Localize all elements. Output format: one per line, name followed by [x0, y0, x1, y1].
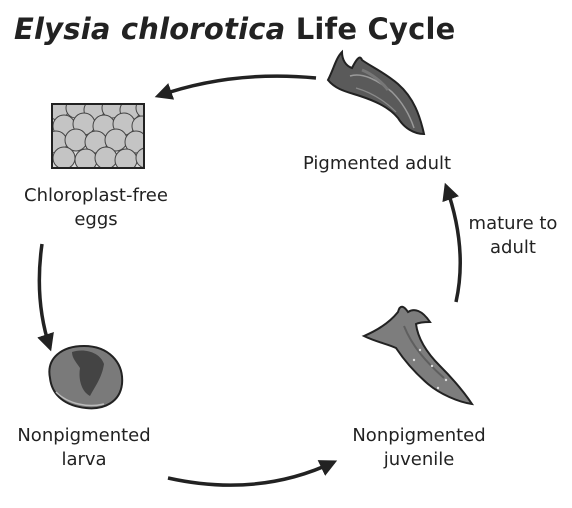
transition-label-mature-line1: mature to [468, 213, 558, 234]
title-species: Elysia chlorotica [14, 12, 286, 46]
arrow-adult-to-eggs [154, 74, 317, 100]
stage-label-juvenile-line1: Nonpigmented [352, 425, 486, 446]
stage-label-adult: Pigmented adult [282, 152, 472, 176]
adult-slug-icon [326, 49, 426, 136]
diagram-title: Elysia chlorotica Life Cycle [14, 12, 456, 46]
transition-label-mature: mature to adult [454, 212, 572, 260]
stage-label-larva-line1: Nonpigmented [17, 425, 151, 446]
title-rest: Life Cycle [295, 12, 456, 46]
arrow-larva-to-juvenile [167, 460, 338, 487]
larva-shell-icon [48, 344, 124, 410]
stage-label-juvenile-line2: juvenile [383, 449, 455, 470]
egg-mass-icon [51, 103, 145, 169]
transition-label-mature-line2: adult [490, 237, 536, 258]
stage-label-eggs: Chloroplast-free eggs [4, 184, 188, 232]
stage-label-larva-line2: larva [61, 449, 107, 470]
stage-label-eggs-line1: Chloroplast-free [24, 185, 168, 206]
stage-label-eggs-line2: eggs [74, 209, 118, 230]
arrow-eggs-to-larva [37, 243, 54, 352]
stage-label-adult-line1: Pigmented adult [302, 153, 452, 174]
arrow-juvenile-to-adult [442, 182, 462, 303]
stage-label-larva: Nonpigmented larva [0, 424, 168, 472]
stage-label-juvenile: Nonpigmented juvenile [334, 424, 504, 472]
juvenile-slug-icon [361, 305, 475, 406]
